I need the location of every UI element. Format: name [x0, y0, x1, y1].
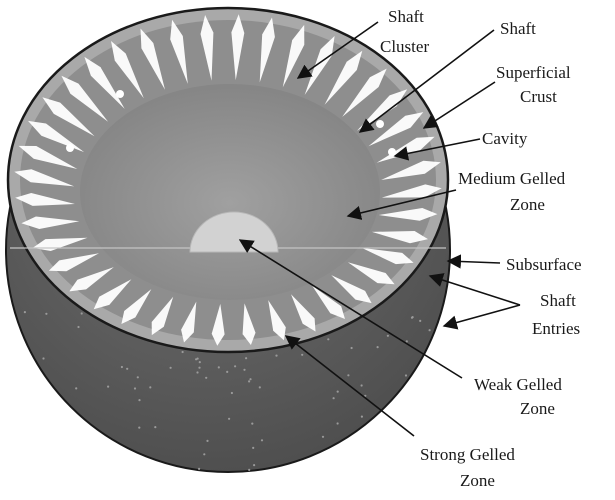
speckle [107, 386, 109, 388]
speckle [138, 427, 140, 429]
speckle [259, 386, 261, 388]
arrow-subsurface [448, 261, 500, 263]
speckle [126, 368, 128, 370]
speckle [42, 357, 44, 359]
speckle [243, 369, 245, 371]
speckle [322, 436, 324, 438]
speckle [406, 340, 408, 342]
speckle [196, 371, 198, 373]
speckle [361, 416, 363, 418]
speckle [361, 384, 363, 386]
speckle [253, 464, 255, 466]
speckle [77, 326, 79, 328]
speckle [182, 351, 184, 353]
speckle [337, 391, 339, 393]
speckle [351, 347, 353, 349]
label-weak-gelled-zone-2: Zone [520, 399, 555, 418]
speckle [249, 378, 251, 380]
speckle [134, 387, 136, 389]
arrow-superficial-crust [424, 82, 495, 128]
speckle [347, 374, 349, 376]
label-weak-gelled-zone-1: Weak Gelled [474, 375, 562, 394]
label-shaft: Shaft [500, 19, 536, 38]
speckle [218, 366, 220, 368]
speckle [137, 376, 139, 378]
speckle [205, 377, 207, 379]
speckle [170, 367, 172, 369]
speckle [405, 374, 407, 376]
speckle [252, 447, 254, 449]
label-cavity: Cavity [482, 129, 528, 148]
speckle [197, 358, 199, 360]
speckle [226, 371, 228, 373]
label-superficial-crust-1: Superficial [496, 63, 571, 82]
speckle [412, 316, 414, 318]
cavity [376, 120, 384, 128]
label-strong-gelled-zone-1: Strong Gelled [420, 445, 515, 464]
speckle [203, 453, 205, 455]
speckle [301, 354, 303, 356]
speckle [198, 468, 200, 470]
speckle [24, 311, 26, 313]
speckle [387, 335, 389, 337]
speckle [275, 355, 277, 357]
cross-section [8, 8, 448, 352]
speckle [81, 312, 83, 314]
speckle [138, 399, 140, 401]
speckle [231, 392, 233, 394]
speckle [377, 346, 379, 348]
speckle [327, 338, 329, 340]
speckle [75, 387, 77, 389]
speckle [121, 366, 123, 368]
cavity [116, 90, 124, 98]
speckle [251, 423, 253, 425]
speckle [45, 313, 47, 315]
label-shaft-entries-1: Shaft [540, 291, 576, 310]
arrow-shaft-entries-lower [444, 305, 520, 326]
speckle [154, 426, 156, 428]
speckle [245, 357, 247, 359]
cavity [388, 148, 396, 156]
speckle [198, 367, 200, 369]
label-shaft-entries-2: Entries [532, 319, 580, 338]
speckle [206, 440, 208, 442]
label-shaft-cluster-2: Cluster [380, 37, 429, 56]
label-shaft-cluster-1: Shaft [388, 7, 424, 26]
speckle [261, 439, 263, 441]
speckle [228, 418, 230, 420]
speckle [419, 320, 421, 322]
speckle [248, 380, 250, 382]
speckle [337, 422, 339, 424]
speckle [333, 397, 335, 399]
label-superficial-crust-2: Crust [520, 87, 557, 106]
label-medium-gelled-zone-1: Medium Gelled [458, 169, 566, 188]
label-subsurface: Subsurface [506, 255, 582, 274]
speckle [248, 469, 250, 471]
label-medium-gelled-zone-2: Zone [510, 195, 545, 214]
speckle [234, 365, 236, 367]
speckle [199, 361, 201, 363]
cavity [66, 144, 74, 152]
medium-gelled-zone [80, 84, 380, 300]
speckle [429, 329, 431, 331]
label-strong-gelled-zone-2: Zone [460, 471, 495, 490]
speckle [149, 386, 151, 388]
